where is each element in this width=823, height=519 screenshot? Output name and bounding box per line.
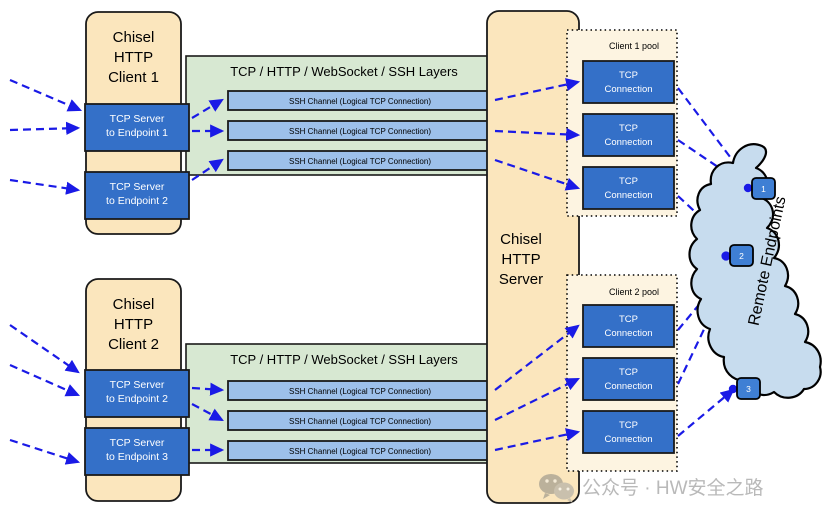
pool-2-conn-1-line-2: Connection — [604, 328, 652, 339]
endpoint-3-number: 3 — [746, 384, 751, 394]
client-1-tcp-server-1-line-2: to Endpoint 1 — [106, 127, 168, 139]
pool-2-conn-3-line-1: TCP — [619, 420, 638, 431]
client-1-tcp-server-1-line-1: TCP Server — [110, 113, 165, 125]
pool-1-tcp-connection-1: TCP Connection — [582, 60, 675, 104]
client-1-tcp-server-2-line-2: to Endpoint 2 — [106, 195, 168, 207]
endpoint-marker-3: 3 — [728, 377, 761, 400]
client-2-title-line-1: Chisel — [113, 296, 155, 313]
wechat-icon — [539, 474, 574, 503]
client-2-tcp-server-2: TCP Server to Endpoint 3 — [84, 427, 190, 476]
pool-1-tcp-connection-3: TCP Connection — [582, 166, 675, 210]
client-2-tcp-server-2-line-1: TCP Server — [110, 437, 165, 449]
client-2-tcp-server-1-line-1: TCP Server — [110, 379, 165, 391]
chisel-http-server-box: Chisel HTTP Server — [486, 10, 580, 504]
client-2-title-line-3: Client 2 — [108, 336, 159, 353]
watermark-text: 公众号 · HW安全之路 — [582, 477, 764, 499]
client-1-pool-label: Client 1 pool — [609, 41, 659, 51]
client-2-tcp-server-1: TCP Server to Endpoint 2 — [84, 369, 190, 418]
client-2-group: TCP / HTTP / WebSocket / SSH Layers Chis… — [9, 278, 503, 502]
client-1-title-line-3: Client 1 — [108, 69, 159, 86]
pool-2-tcp-connection-1: TCP Connection — [582, 304, 675, 348]
server-title-line-1: Chisel — [500, 231, 542, 248]
client-1-server-to-channel-arrows — [191, 98, 225, 181]
endpoint-marker-2: 2 — [721, 244, 754, 267]
client-2-pool: Client 2 pool TCP Connection TCP Connect… — [566, 274, 678, 472]
client-1-ssh-channel-3-label: SSH Channel (Logical TCP Connection) — [289, 157, 431, 166]
client-2-ssh-channels: SSH Channel (Logical TCP Connection) SSH… — [227, 380, 493, 461]
pool-2-tcp-connection-3: TCP Connection — [582, 410, 675, 454]
pool-1-conn-3-line-2: Connection — [604, 190, 652, 201]
pool-2-conn-2-line-2: Connection — [604, 381, 652, 392]
client-1-title-line-1: Chisel — [113, 29, 155, 46]
pool-2-conn-1-line-1: TCP — [619, 314, 638, 325]
server-title-line-3: Server — [499, 271, 543, 288]
client-2-layers-label: TCP / HTTP / WebSocket / SSH Layers — [230, 352, 458, 367]
client-1-inbound-arrows — [9, 78, 83, 195]
channel-to-pool-arrows — [494, 78, 581, 452]
pool-1-conn-2-line-1: TCP — [619, 123, 638, 134]
pool-1-conn-2-line-2: Connection — [604, 137, 652, 148]
client-2-tcp-server-2-line-2: to Endpoint 3 — [106, 451, 168, 463]
client-2-ssh-channel-1-label: SSH Channel (Logical TCP Connection) — [289, 387, 431, 396]
client-1-title-line-2: HTTP — [114, 49, 153, 66]
pool-2-tcp-connection-2: TCP Connection — [582, 357, 675, 401]
client-1-ssh-channel-1-label: SSH Channel (Logical TCP Connection) — [289, 97, 431, 106]
client-2-ssh-channel-2-label: SSH Channel (Logical TCP Connection) — [289, 417, 431, 426]
client-1-tcp-server-2-line-1: TCP Server — [110, 181, 165, 193]
pool-1-conn-1-line-1: TCP — [619, 70, 638, 81]
client-2-pool-label: Client 2 pool — [609, 287, 659, 297]
watermark: 公众号 · HW安全之路 — [539, 474, 764, 503]
client-1-pool: Client 1 pool TCP Connection TCP Connect… — [566, 29, 678, 217]
client-1-ssh-channels: SSH Channel (Logical TCP Connection) SSH… — [227, 90, 493, 171]
endpoint-1-number: 1 — [761, 184, 766, 194]
client-1-group: TCP / HTTP / WebSocket / SSH Layers Chis… — [9, 11, 503, 235]
client-1-tcp-server-1: TCP Server to Endpoint 1 — [84, 103, 190, 152]
remote-endpoints-cloud: Remote Endpoints 1 2 3 — [688, 143, 822, 400]
pool-1-conn-3-line-1: TCP — [619, 176, 638, 187]
pool-2-conn-2-line-1: TCP — [619, 367, 638, 378]
client-1-layers-label: TCP / HTTP / WebSocket / SSH Layers — [230, 64, 458, 79]
client-2-inbound-arrows — [9, 324, 81, 465]
client-2-server-to-channel-arrows — [191, 382, 225, 457]
client-1-ssh-channel-2-label: SSH Channel (Logical TCP Connection) — [289, 127, 431, 136]
endpoint-2-number: 2 — [739, 251, 744, 261]
client-1-tcp-server-2: TCP Server to Endpoint 2 — [84, 171, 190, 220]
pool-2-conn-3-line-2: Connection — [604, 434, 652, 445]
pool-1-tcp-connection-2: TCP Connection — [582, 113, 675, 157]
pool-1-conn-1-line-2: Connection — [604, 84, 652, 95]
client-2-ssh-channel-3-label: SSH Channel (Logical TCP Connection) — [289, 447, 431, 456]
client-2-tcp-server-1-line-2: to Endpoint 2 — [106, 393, 168, 405]
client-2-title-line-2: HTTP — [114, 316, 153, 333]
endpoint-marker-1: 1 — [743, 177, 776, 200]
server-title-line-2: HTTP — [501, 251, 540, 268]
